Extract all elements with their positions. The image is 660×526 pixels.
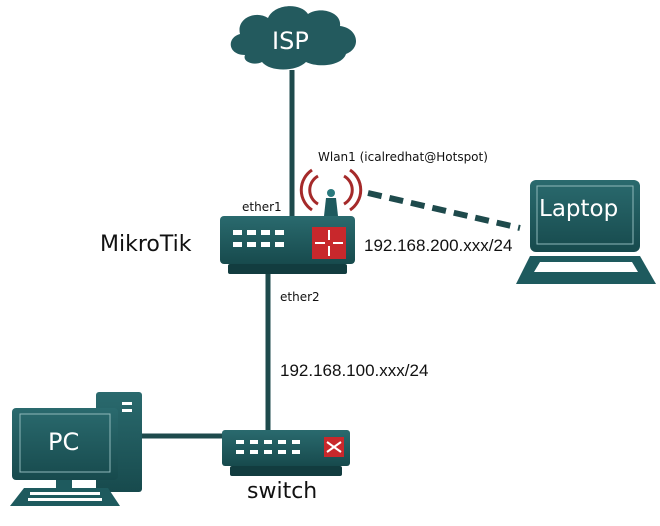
router-icon bbox=[220, 168, 363, 274]
router-label: MikroTik bbox=[100, 232, 192, 257]
switch-label: switch bbox=[247, 479, 318, 504]
link-router-laptop-wireless bbox=[367, 190, 521, 231]
ether1-interface-label: ether1 bbox=[242, 200, 282, 214]
pc-label: PC bbox=[48, 428, 80, 456]
isp-label: ISP bbox=[272, 27, 309, 55]
lan-subnet-label: 192.168.100.xxx/24 bbox=[280, 361, 429, 380]
switch-icon bbox=[222, 430, 350, 476]
laptop-label: Laptop bbox=[539, 196, 619, 222]
wlan1-interface-label: Wlan1 (icalredhat@Hotspot) bbox=[318, 150, 488, 164]
cloud-icon bbox=[230, 6, 357, 70]
laptop-icon bbox=[516, 180, 656, 284]
wlan-subnet-label: 192.168.200.xxx/24 bbox=[364, 236, 513, 255]
ether2-interface-label: ether2 bbox=[280, 290, 320, 304]
desktop-pc-icon bbox=[10, 392, 142, 506]
